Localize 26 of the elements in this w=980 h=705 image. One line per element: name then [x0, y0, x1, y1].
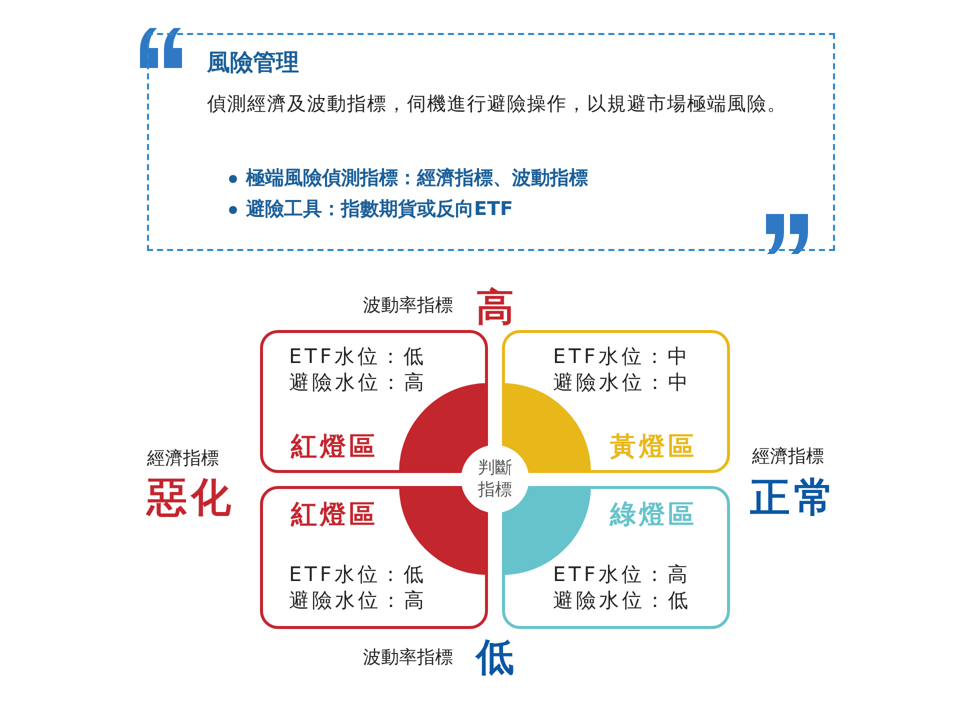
level-text: 避險水位：低 — [553, 587, 691, 614]
axis-label: 波動率指標 — [363, 294, 453, 317]
note-heading: 風險管理 — [207, 49, 299, 78]
level-text: ETF水位：中 — [553, 343, 690, 370]
axis-value: 高 — [476, 284, 518, 331]
center-label: 判斷指標 — [477, 457, 513, 501]
level-text: ETF水位：低 — [289, 343, 426, 370]
level-text: ETF水位：高 — [553, 561, 690, 588]
axis-label: 經濟指標 — [752, 445, 824, 468]
note-paragraph: 偵測經濟及波動指標，伺機進行避險操作，以規避市場極端風險。 — [207, 92, 788, 117]
zone-title: 紅燈區 — [291, 499, 378, 532]
axis-value: 惡化 — [147, 474, 235, 523]
axis-value: 正常 — [750, 474, 838, 523]
level-text: 避險水位：高 — [289, 587, 427, 614]
level-text: 避險水位：中 — [553, 369, 691, 396]
level-text: 避險水位：高 — [289, 369, 427, 396]
axis-value: 低 — [476, 634, 518, 681]
zone-title: 紅燈區 — [291, 431, 378, 464]
bullet-item: 避險工具：指數期貨或反向ETF — [246, 197, 513, 222]
axis-label: 波動率指標 — [363, 646, 453, 669]
axis-label: 經濟指標 — [147, 447, 219, 470]
bullet-item: 極端風險偵測指標：經濟指標、波動指標 — [246, 166, 588, 191]
zone-title: 黃燈區 — [610, 431, 697, 464]
dashed-note-box — [147, 33, 835, 251]
zone-title: 綠燈區 — [610, 499, 697, 532]
level-text: ETF水位：低 — [289, 561, 426, 588]
